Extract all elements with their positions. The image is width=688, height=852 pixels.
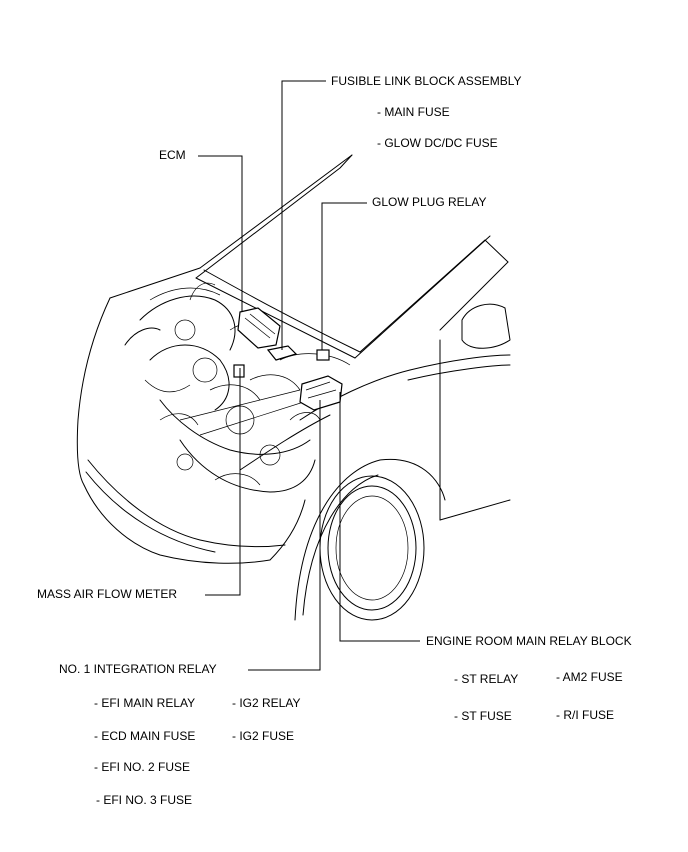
efi-no2-fuse-label: - EFI NO. 2 FUSE	[94, 760, 191, 774]
glow-plug-relay-unit	[316, 349, 330, 361]
ig2-relay-label: - IG2 RELAY	[232, 696, 301, 710]
car-body-outline	[76, 235, 511, 621]
ecm-unit	[237, 307, 281, 349]
st-fuse-label: - ST FUSE	[454, 709, 512, 723]
glow-plug-relay-leader	[321, 202, 367, 350]
ecd-main-fuse-label: - ECD MAIN FUSE	[94, 729, 196, 743]
leader-lines	[198, 80, 420, 671]
st-relay-label: - ST RELAY	[454, 672, 519, 686]
ri-fuse-label: - R/I FUSE	[556, 708, 615, 722]
integration-relay-leader	[248, 400, 321, 671]
fusible-link-leader	[281, 80, 326, 350]
mass-air-flow-meter-unit	[233, 364, 245, 378]
front-wheel	[319, 475, 425, 621]
fusible-link-block-label: FUSIBLE LINK BLOCK ASSEMBLY	[331, 74, 522, 88]
relay-block-leader	[339, 392, 420, 642]
mass-air-flow-leader	[205, 368, 241, 596]
no1-integration-relay-label: NO. 1 INTEGRATION RELAY	[59, 662, 217, 676]
glow-plug-relay-label: GLOW PLUG RELAY	[372, 195, 487, 209]
am2-fuse-label: - AM2 FUSE	[556, 670, 623, 684]
ecm-leader	[198, 155, 243, 312]
ecm-label: ECM	[159, 148, 186, 162]
glow-dcdc-fuse-label: - GLOW DC/DC FUSE	[377, 136, 498, 150]
mass-air-flow-meter-label: MASS AIR FLOW METER	[37, 587, 178, 601]
fusible-link-block-unit	[266, 345, 298, 361]
efi-no3-fuse-label: - EFI NO. 3 FUSE	[96, 793, 193, 807]
efi-main-relay-label: - EFI MAIN RELAY	[94, 696, 196, 710]
engine-room-relay-block-unit	[299, 375, 343, 411]
main-fuse-label: - MAIN FUSE	[377, 105, 450, 119]
ig2-fuse-label: - IG2 FUSE	[232, 729, 295, 743]
engine-room-main-relay-block-label: ENGINE ROOM MAIN RELAY BLOCK	[426, 634, 632, 648]
